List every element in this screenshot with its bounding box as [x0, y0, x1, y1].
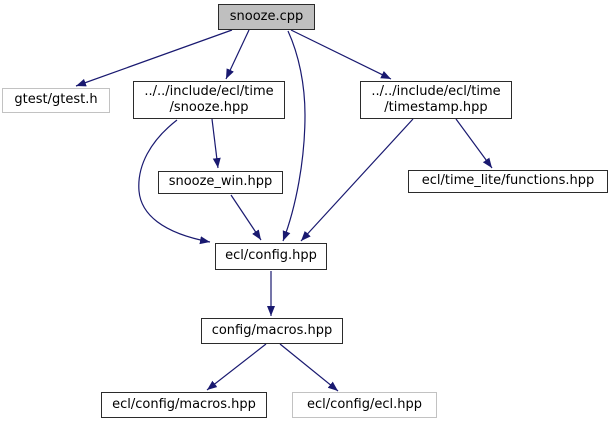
edge-snooze-cpp-to-ecl-config-hpp — [282, 30, 306, 242]
node-label: ../../include/ecl/time — [144, 83, 274, 99]
edge-snooze-cpp-to-timestamp-hpp — [290, 29, 392, 80]
edge-timestamp-hpp-to-ecl-config-hpp — [300, 118, 414, 242]
node-label: snooze.cpp — [229, 8, 304, 24]
node-label: ecl/config/ecl.hpp — [307, 396, 422, 412]
node-config-macros-hpp[interactable]: config/macros.hpp — [201, 318, 343, 344]
node-label: config/macros.hpp — [211, 322, 333, 338]
edge-snooze-cpp-to-snooze-hpp — [225, 29, 250, 80]
node-ecl-config-hpp[interactable]: ecl/config.hpp — [215, 243, 327, 270]
node-label: ../../include/ecl/time — [371, 83, 501, 99]
node-label: ecl/config/macros.hpp — [112, 396, 256, 412]
node-functions-hpp[interactable]: ecl/time_lite/functions.hpp — [408, 170, 608, 193]
node-label: /snooze.hpp — [169, 100, 249, 115]
node-label: ecl/config.hpp — [225, 248, 317, 264]
edge-snooze-win-hpp-to-ecl-config-hpp — [230, 194, 262, 241]
edge-snooze-cpp-to-gtest-h — [75, 29, 233, 87]
node-label: /timestamp.hpp — [384, 100, 488, 115]
node-ecl-config-macros-hpp[interactable]: ecl/config/macros.hpp — [101, 392, 267, 418]
edge-timestamp-hpp-to-functions-hpp — [455, 118, 493, 169]
node-snooze-cpp[interactable]: snooze.cpp — [218, 4, 315, 30]
edge-snooze-hpp-to-ecl-config-hpp — [138, 119, 211, 245]
node-ecl-config-ecl-hpp[interactable]: ecl/config/ecl.hpp — [292, 392, 437, 418]
node-label: gtest/gtest.h — [14, 92, 98, 108]
node-snooze-win-hpp[interactable]: snooze_win.hpp — [158, 171, 283, 194]
node-gtest-h[interactable]: gtest/gtest.h — [2, 88, 110, 113]
node-label: ecl/time_lite/functions.hpp — [421, 173, 595, 189]
node-snooze-hpp[interactable]: ../../include/ecl/time/snooze.hpp — [133, 81, 285, 119]
edge-snooze-hpp-to-snooze-win-hpp — [211, 118, 221, 169]
node-timestamp-hpp[interactable]: ../../include/ecl/time/timestamp.hpp — [360, 81, 512, 119]
edge-config-macros-hpp-to-ecl-config-macros-hpp — [206, 343, 267, 391]
node-label: snooze_win.hpp — [168, 174, 273, 190]
edge-config-macros-hpp-to-ecl-config-ecl-hpp — [279, 343, 339, 392]
